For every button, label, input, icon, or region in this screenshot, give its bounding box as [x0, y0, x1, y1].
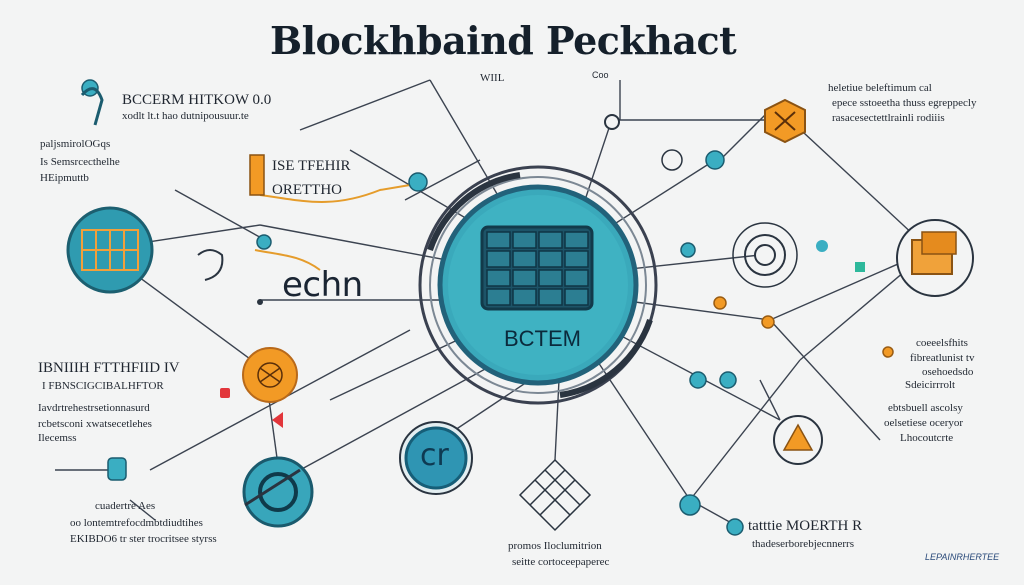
bottom-ring-node [242, 456, 314, 528]
label-right-b1: ebtsbuell ascolsy [888, 402, 963, 414]
teal-bead-nodes [81, 79, 744, 536]
label-top-right-3: rasacesectettlrainli rodiiis [832, 112, 945, 124]
target-node [732, 222, 798, 288]
lattice-node [518, 458, 592, 532]
top-right-hex-node [764, 98, 806, 144]
label-left-a1: paljsmirolOGqs [40, 138, 111, 150]
top-caption-left: WIIL [480, 72, 505, 84]
label-right-a2: fibreatlunist tv [910, 352, 975, 364]
label-bottom-mid-1: promos Iloclumitrion [508, 540, 602, 552]
bottom-badge-label: cr [420, 438, 449, 473]
label-bottom-left-2: oo lontemtrefocdmbtdiudtihes [70, 517, 203, 529]
label-right-a1: coeeelsfhits [916, 337, 968, 349]
label-right-b3: Lhocoutcrte [900, 432, 954, 444]
label-left-b5: Ilecemss [38, 432, 77, 444]
label-right-b2: oelsetiese oceryor [884, 417, 964, 429]
label-left-b4: rcbetsconi xwatsecetlehes [38, 418, 152, 430]
central-hub [418, 165, 658, 405]
orange-gear-node [242, 347, 298, 403]
label-top-right-2: epece sstoeetha thuss egreppecly [832, 97, 977, 109]
label-top-left-1: BCCERM HITKOW 0.0 [122, 92, 272, 108]
small-accent-icons [80, 87, 865, 481]
label-bottom-mid-2: seitte cortoceepaperec [512, 556, 610, 568]
tag-label-1: ISE TFEHIR [272, 158, 351, 174]
label-right-a4: Sdeicirrrolt [905, 379, 956, 391]
label-right-a3: osehoedsdo [922, 366, 974, 378]
hub-grid-icon [480, 225, 594, 311]
label-left-b1: IBNIIIH FTTHFIID IV [38, 360, 180, 376]
cr-badge-node [399, 421, 473, 495]
label-bottom-right-1: tatttie MOERTH R [748, 518, 863, 534]
label-top-left-2: xodlt lt.t hao dutnipousuur.te [122, 110, 249, 122]
orange-bead-nodes [713, 296, 894, 358]
label-bottom-right-2: thadeserborebjecnnerrs [752, 538, 855, 550]
label-left-b2: I FBNSCIGCIBALHFTOR [42, 380, 164, 392]
orange-wires [254, 184, 411, 271]
left-block-node [66, 206, 154, 294]
center-label: BCTEM [504, 326, 581, 351]
corner-mark: LEPAINRHERTEE [925, 552, 1000, 562]
label-bottom-left-3: EKIBDO6 tr ster trocritsee styrss [70, 533, 217, 545]
tag-label-2: ORETTHO [272, 182, 342, 198]
label-left-a2: Is Semsrcecthelhe [40, 156, 120, 168]
top-caption-right: Coo [592, 70, 609, 80]
label-left-b3: Iavdrtrehestrsetionnasurd [38, 402, 150, 414]
right-box-node [896, 219, 974, 297]
label-bottom-left-1: cuadertre Aes [95, 500, 156, 512]
hex-small-node [773, 415, 823, 465]
diagram-title: Blockhbaind Peckhact [270, 18, 737, 63]
label-top-right-1: heletiue beleftimum cal [828, 82, 932, 94]
side-label: echn [282, 265, 363, 305]
label-left-a3: HEipmuttb [40, 172, 89, 184]
